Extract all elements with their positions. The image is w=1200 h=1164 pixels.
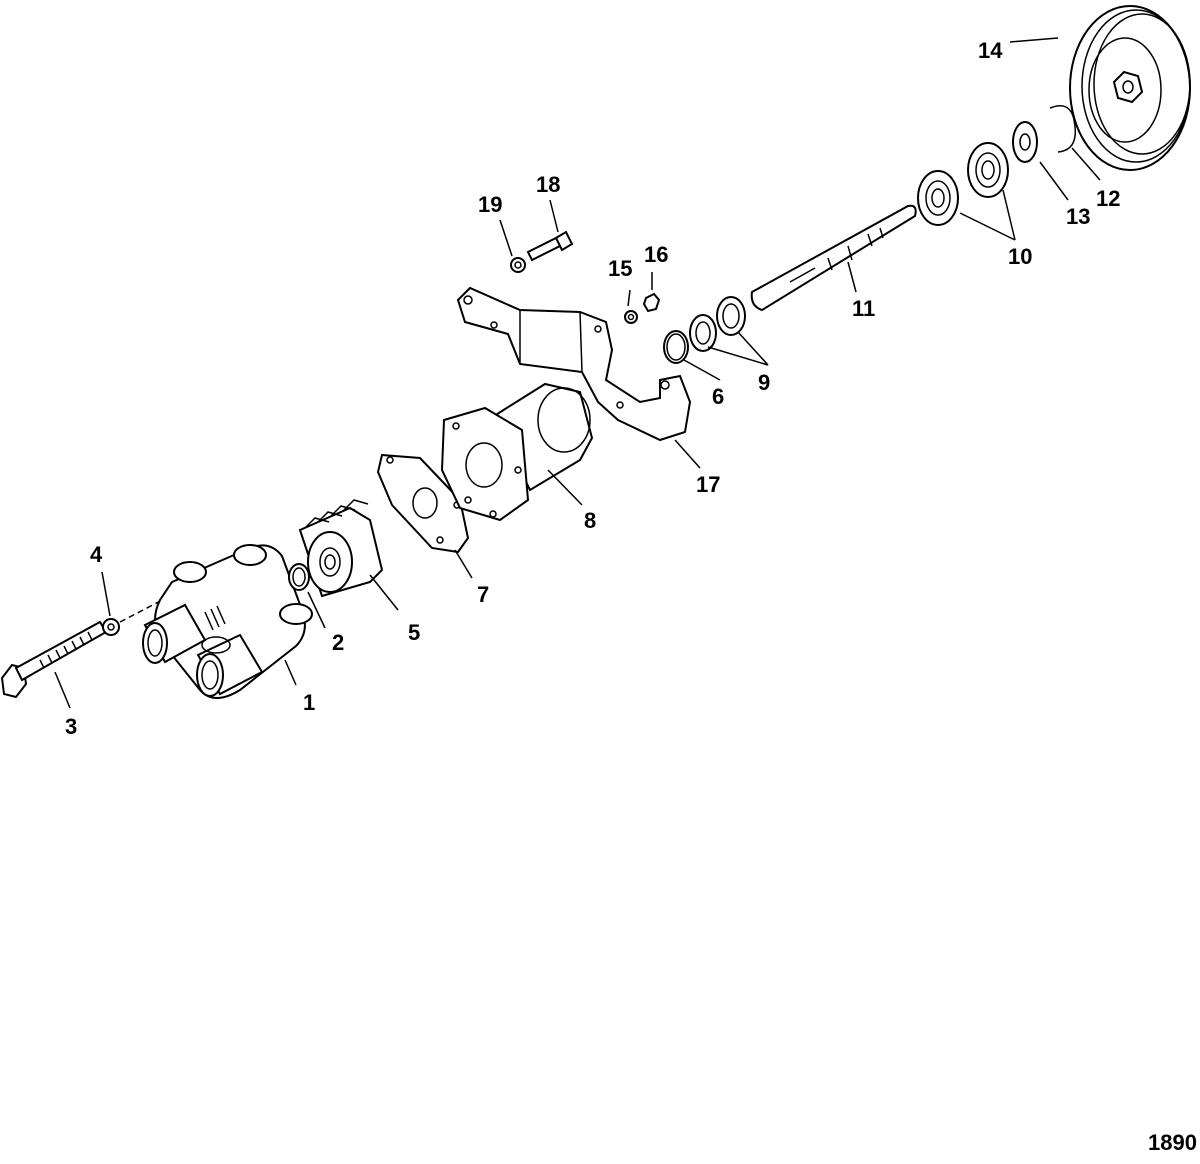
leader-lines xyxy=(54,37,1101,709)
callout-11: 11 xyxy=(852,296,875,321)
part-4-washer xyxy=(102,595,171,636)
part-10-bearings xyxy=(917,142,1009,226)
callout-18: 18 xyxy=(536,172,560,197)
part-14-pulley xyxy=(1069,5,1191,171)
callout-1: 1 xyxy=(303,690,315,715)
part-18-bolt xyxy=(526,230,574,262)
callout-10: 10 xyxy=(1008,244,1032,269)
callout-9: 9 xyxy=(758,370,770,395)
part-5-impeller xyxy=(298,499,384,598)
callout-19: 19 xyxy=(478,192,502,217)
callout-13: 13 xyxy=(1066,204,1090,229)
callout-5: 5 xyxy=(408,620,420,645)
callout-6: 6 xyxy=(712,384,724,409)
callout-14: 14 xyxy=(978,38,1003,63)
part-19-washer xyxy=(510,257,526,273)
callout-7: 7 xyxy=(477,582,489,607)
callout-2: 2 xyxy=(332,630,344,655)
part-13-washer xyxy=(1012,121,1038,163)
part-6-snap-ring xyxy=(663,330,689,364)
part-8-housing xyxy=(440,382,594,522)
callout-16: 16 xyxy=(644,242,668,267)
part-11-shaft xyxy=(750,204,917,312)
part-3-bolt xyxy=(0,620,108,699)
callout-12: 12 xyxy=(1096,186,1120,211)
part-12-retaining-ring xyxy=(1049,105,1076,153)
part-1-pump-body xyxy=(142,544,313,699)
callout-17: 17 xyxy=(696,472,720,497)
part-2-o-ring xyxy=(288,563,310,591)
part-15-washer xyxy=(624,310,638,324)
figure-number: 1890 xyxy=(1148,1130,1197,1155)
callout-4: 4 xyxy=(90,542,103,567)
part-9-seals xyxy=(689,296,746,352)
callout-3: 3 xyxy=(65,714,77,739)
callout-15: 15 xyxy=(608,256,632,281)
part-17-bracket xyxy=(456,286,692,442)
callout-8: 8 xyxy=(584,508,596,533)
part-16-nut xyxy=(642,292,661,313)
